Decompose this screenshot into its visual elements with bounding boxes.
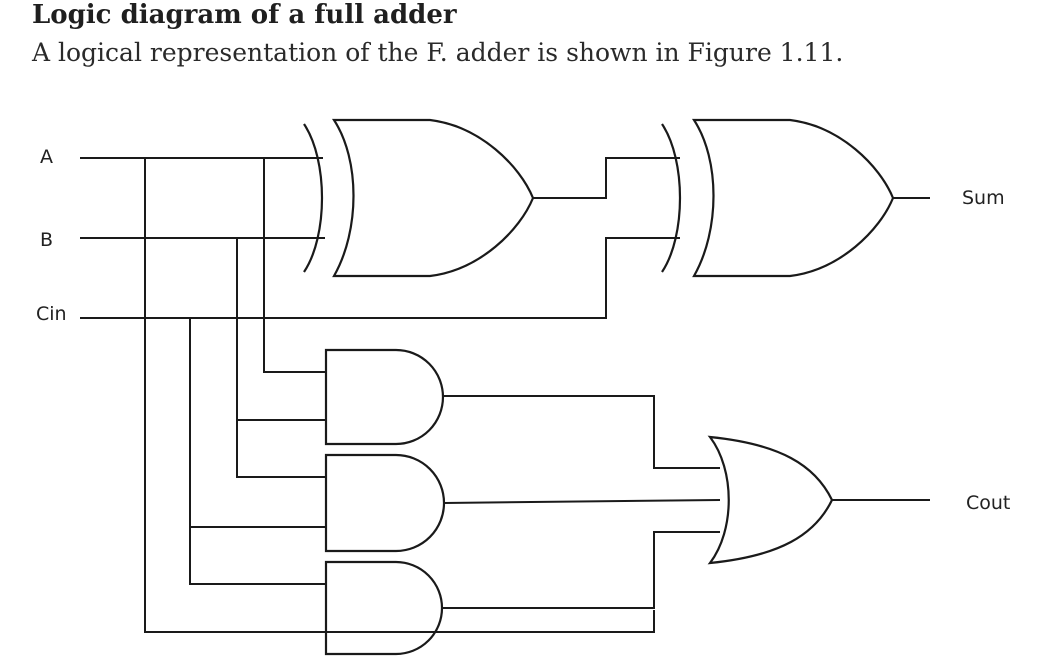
xor-gate-2	[691, 118, 895, 278]
and-gate-3	[324, 560, 444, 656]
input-label-cin: Cin	[36, 303, 67, 325]
wire-a-to-and3	[144, 158, 655, 633]
wire-cin-to-and2	[189, 318, 326, 528]
wire-b-to-and2	[236, 420, 326, 478]
output-label-cout: Cout	[966, 492, 1010, 514]
and-gate-1	[324, 348, 445, 446]
wire-cin	[80, 237, 680, 319]
output-label-sum: Sum	[962, 187, 1005, 209]
wire-and1-out	[443, 395, 720, 469]
wire-and3-out	[442, 531, 720, 609]
and-gate-2	[324, 453, 446, 553]
page-title: Logic diagram of a full adder	[32, 0, 457, 30]
wire-xor1-out	[533, 157, 680, 199]
xor-gate-1-back-curve	[303, 123, 323, 273]
wire-and2-out	[443, 499, 721, 504]
figure-caption: A logical representation of the F. adder…	[32, 38, 844, 67]
wire-b-to-and1	[236, 238, 326, 421]
xor-gate-2-back-curve	[661, 123, 681, 273]
input-label-b: B	[40, 229, 53, 251]
wire-cin-to-and3	[189, 527, 326, 585]
or-gate-carry	[707, 435, 834, 565]
input-label-a: A	[40, 146, 53, 168]
xor-gate-1	[331, 118, 535, 278]
wire-a-to-and1	[263, 158, 326, 373]
